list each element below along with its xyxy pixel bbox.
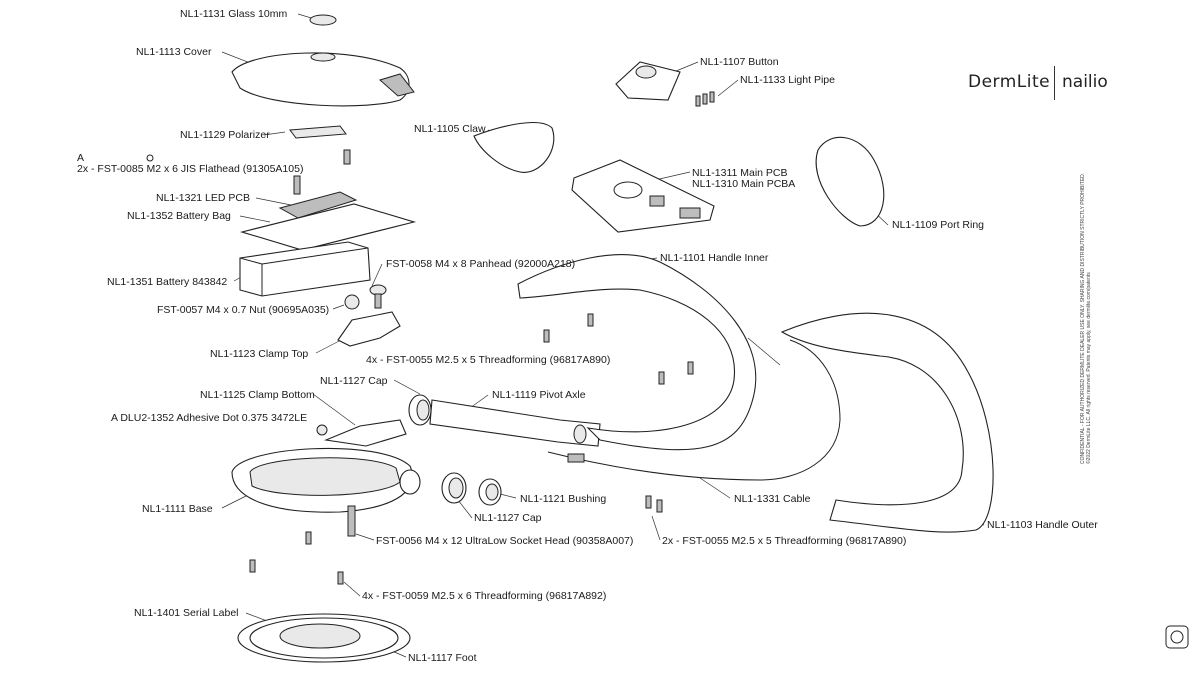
- glass-part: [309, 14, 337, 26]
- confidential-notice: CONFIDENTIAL - FOR AUTHORIZED DERMLITE D…: [1080, 173, 1092, 464]
- handle-outer-part: [780, 312, 994, 533]
- nailio-logo: nailio: [1062, 72, 1108, 92]
- label-claw: NL1-1105 Claw: [414, 123, 486, 135]
- label-threadforming-4x: 4x - FST-0055 M2.5 x 5 Threadforming (96…: [366, 354, 611, 366]
- light-pipe-part: [695, 91, 715, 107]
- nut-part: [344, 294, 360, 310]
- foot-part: [237, 613, 411, 663]
- socket-head-screw: [347, 505, 356, 537]
- label-flathead: 2x - FST-0085 M2 x 6 JIS Flathead (91305…: [77, 163, 304, 175]
- battery-part: [239, 241, 371, 297]
- label-led-pcb: NL1-1321 LED PCB: [156, 192, 250, 204]
- pivot-axle-part: [429, 399, 601, 447]
- battery-bag-part: [239, 203, 417, 251]
- base-part: [231, 447, 421, 513]
- threadforming-screws: [249, 313, 694, 585]
- label-threadforming-4x-b: 4x - FST-0059 M2.5 x 6 Threadforming (96…: [362, 590, 607, 602]
- label-main-pcb: NL1-1311 Main PCB: [692, 167, 788, 179]
- logo-mark: [1165, 625, 1189, 649]
- flathead-screws: [293, 149, 351, 195]
- cable-part: [547, 339, 841, 481]
- clamp-top-part: [337, 311, 401, 347]
- label-light-pipe: NL1-1133 Light Pipe: [740, 74, 835, 86]
- label-cable: NL1-1331 Cable: [734, 493, 811, 505]
- label-threadforming-2x: 2x - FST-0055 M2.5 x 5 Threadforming (96…: [662, 535, 907, 547]
- bushing-part: [478, 478, 502, 506]
- brand-divider: [1054, 66, 1055, 100]
- panhead-screw: [369, 284, 387, 309]
- label-port-ring: NL1-1109 Port Ring: [892, 219, 985, 231]
- label-glass: NL1-1131 Glass 10mm: [180, 8, 288, 20]
- notice-line-2: ©2022 DermLite LLC. All rights reserved.…: [1086, 272, 1092, 464]
- adhesive-dot-part: [316, 424, 328, 436]
- handle-inner-part: [517, 254, 757, 451]
- label-serial: NL1-1401 Serial Label: [134, 607, 239, 619]
- label-handle-inner: NL1-1101 Handle Inner: [660, 252, 769, 264]
- label-adhesive: A DLU2-1352 Adhesive Dot 0.375 3472LE: [111, 412, 308, 424]
- label-pivot: NL1-1119 Pivot Axle: [492, 389, 586, 401]
- label-foot: NL1-1117 Foot: [408, 652, 477, 664]
- led-pcb-part: [278, 191, 358, 219]
- label-bushing: NL1-1121 Bushing: [520, 493, 607, 505]
- label-main-pcba: NL1-1310 Main PCBA: [692, 178, 796, 190]
- polarizer-part: [289, 125, 347, 139]
- label-marker-a: A: [77, 152, 85, 164]
- label-button: NL1-1107 Button: [700, 56, 779, 68]
- label-clamp-bottom: NL1-1125 Clamp Bottom: [200, 389, 315, 401]
- dermlite-logo: DermLite: [968, 72, 1051, 92]
- cover-part: [231, 52, 415, 107]
- label-socket-head: FST-0056 M4 x 12 UltraLow Socket Head (9…: [376, 535, 634, 547]
- button-part: [615, 61, 681, 101]
- label-nut: FST-0057 M4 x 0.7 Nut (90695A035): [157, 304, 330, 316]
- label-base: NL1-1111 Base: [142, 503, 213, 515]
- label-handle-outer: NL1-1103 Handle Outer: [987, 519, 1098, 531]
- label-panhead: FST-0058 M4 x 8 Panhead (92000A218): [386, 258, 576, 270]
- claw-part: [473, 121, 555, 173]
- label-cover: NL1-1113 Cover: [136, 46, 212, 58]
- label-battery-bag: NL1-1352 Battery Bag: [127, 210, 231, 222]
- main-pcb-part: [571, 159, 715, 233]
- label-battery: NL1-1351 Battery 843842: [107, 276, 228, 288]
- marker-a-dot: [146, 154, 154, 162]
- label-cap-1: NL1-1127 Cap: [320, 375, 388, 387]
- port-ring-part: [815, 136, 885, 227]
- label-polarizer: NL1-1129 Polarizer: [180, 129, 270, 141]
- label-cap-2: NL1-1127 Cap: [474, 512, 542, 524]
- label-clamp-top: NL1-1123 Clamp Top: [210, 348, 309, 360]
- clamp-bottom-part: [323, 419, 407, 447]
- cap-part-2: [441, 472, 467, 504]
- cap-part-1: [408, 394, 432, 426]
